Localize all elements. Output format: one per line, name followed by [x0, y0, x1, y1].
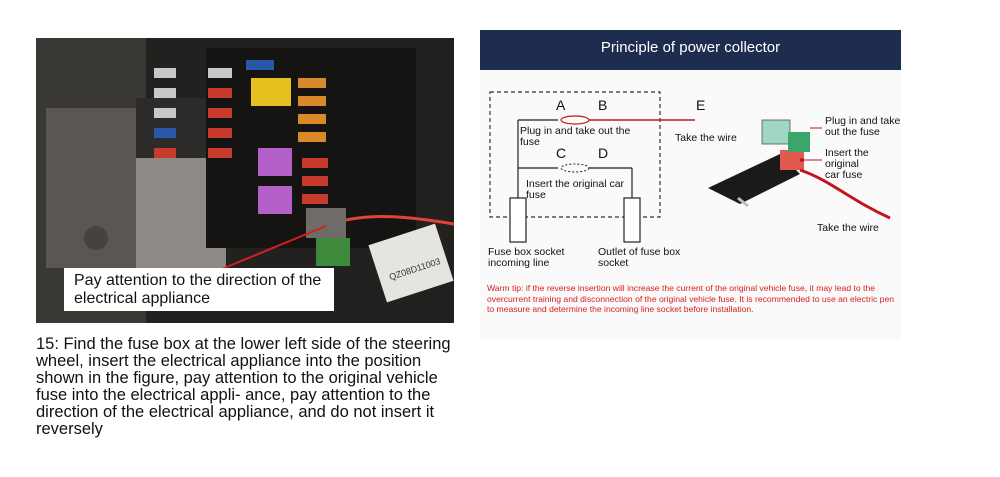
barcode-tag: QZ08D11003 [368, 223, 454, 303]
outlet-socket [623, 197, 641, 243]
label-take-wire: Take the wire [675, 132, 737, 144]
label-insert-original: Insert the original car fuse [526, 178, 625, 201]
circuit-schematic [480, 70, 901, 340]
diagram-title: Principle of power collector [480, 30, 901, 70]
label-insert-original-right: Insert the original car fuse [825, 147, 869, 181]
letter-b: B [598, 97, 608, 113]
label-fuse-box-socket: Fuse box socket incoming line [488, 246, 565, 269]
label-outlet-socket: Outlet of fuse box socket [598, 246, 681, 269]
add-a-fuse-illustration [708, 119, 891, 220]
letter-d: D [598, 145, 609, 161]
incoming-socket [509, 197, 527, 243]
letter-e: E [696, 97, 706, 113]
relay-fuses-purple [258, 148, 292, 214]
letter-a: A [556, 97, 566, 113]
letter-c: C [556, 145, 567, 161]
fuse-row-left [154, 68, 176, 158]
power-collector-diagram: A B C D E Plug in and take out the fuse … [480, 70, 901, 340]
fuse-row-right [302, 158, 328, 204]
fuse-box-illustration: QZ08D11003 [36, 38, 454, 323]
label-plug-fuse: Plug in and take out the fuse [520, 125, 631, 148]
dashed-boundary [489, 91, 661, 218]
warning-tip: Warm tip: if the reverse insertion will … [487, 283, 894, 314]
label-take-wire-right: Take the wire [817, 222, 879, 234]
callout-text: Pay attention to the direction of the el… [64, 268, 334, 311]
fuse-row-middle [208, 60, 326, 158]
fuse-box-photo: QZ08D11003 Pay attention to the directio… [36, 38, 454, 323]
step-caption: 15: Find the fuse box at the lower left … [36, 335, 451, 438]
label-plug-right: Plug in and take out the fuse [825, 115, 901, 138]
